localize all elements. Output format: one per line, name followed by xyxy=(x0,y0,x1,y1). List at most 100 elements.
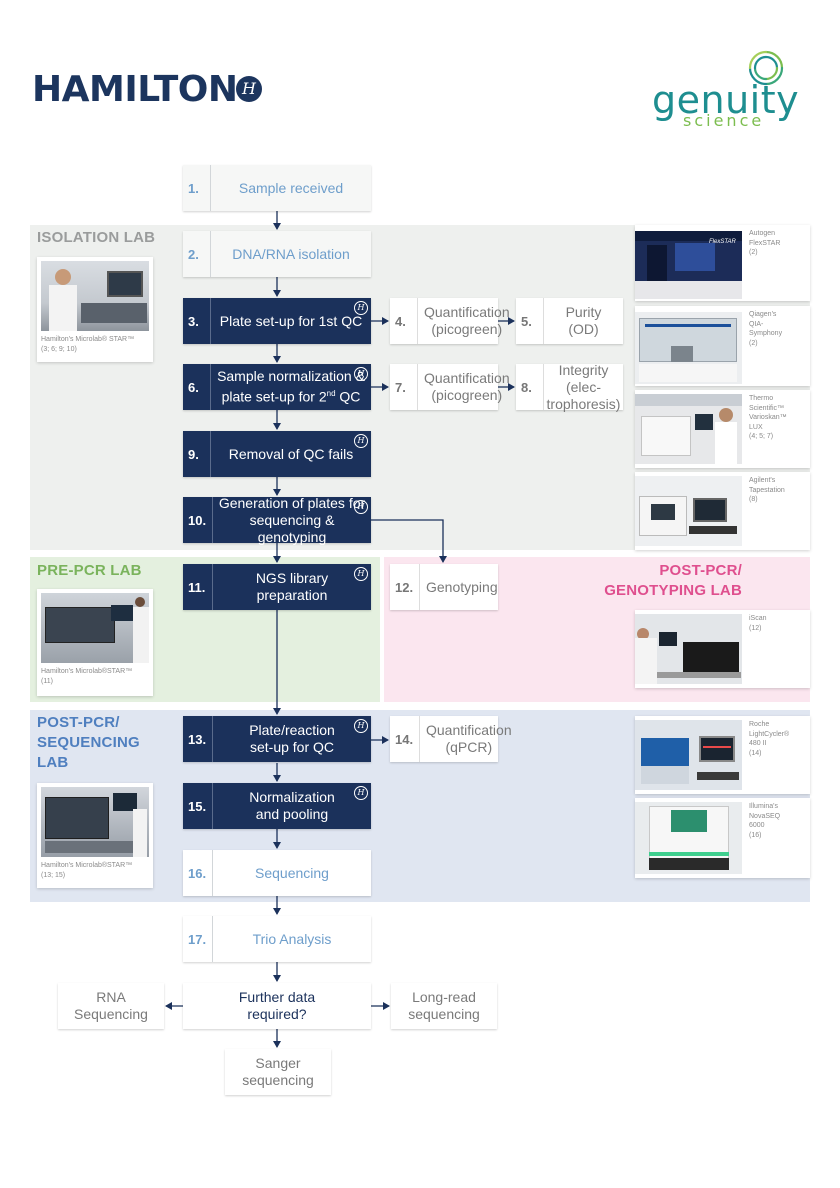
instrument-name: iScan xyxy=(749,615,767,622)
instrument-photo xyxy=(635,614,742,684)
step-label: DNA/RNA isolation xyxy=(232,245,350,262)
instrument-name-line: Tapestation xyxy=(749,486,785,494)
hamilton-robot-icon: H xyxy=(354,719,368,733)
outcome-label: Sanger sequencing xyxy=(225,1055,331,1089)
instrument-name-line: 480 II xyxy=(749,740,767,747)
instrument-caption: Autogen FlexSTAR (2) xyxy=(749,229,809,258)
instrument-caption: Illumina's NovaSEQ 6000 (16) xyxy=(749,802,809,840)
step-label-line: (qPCR) xyxy=(445,739,493,755)
instrument-name: Hamilton's Microlab®STAR™ xyxy=(41,862,133,869)
step-label: Plate set-up for 1st QC xyxy=(219,312,363,329)
step-1-sample-received: 1. Sample received xyxy=(183,165,371,211)
instrument-photo xyxy=(635,312,742,384)
instrument-card-qiagen-symphony: Qiagen's QIA- Symphony (2) xyxy=(635,306,810,386)
instrument-photo xyxy=(41,787,149,857)
instrument-name-line: Varioskan™ xyxy=(749,414,787,421)
step-number: 10. xyxy=(183,497,213,543)
step-label-text: plate set-up for 2 xyxy=(221,388,327,405)
hamilton-logo: HAMILTON xyxy=(32,70,238,110)
step-16-sequencing: 16. Sequencing xyxy=(183,850,371,896)
step-label-line: Generation of plates for xyxy=(218,494,366,511)
post-pcr-sequencing-lab-title: POST-PCR/ SEQUENCING LAB xyxy=(37,713,140,773)
step-5-purity-od: 5. Purity (OD) xyxy=(516,298,623,344)
step-label-line: (picogreen) xyxy=(431,387,503,403)
pre-pcr-lab-title: PRE-PCR LAB xyxy=(37,562,142,579)
step-number: 16. xyxy=(183,850,213,896)
hamilton-robot-icon: H xyxy=(354,301,368,315)
instrument-name-line: QIA- xyxy=(749,320,764,328)
step-label-line: Normalization xyxy=(249,789,335,805)
step-8-integrity-electrophoresis: 8. Integrity (elec- trophoresis) xyxy=(516,362,623,413)
step-label-text: QC xyxy=(335,388,361,405)
outcome-label-line: Sequencing xyxy=(74,1006,148,1022)
outcome-label-line: Long-read xyxy=(412,989,476,1005)
step-label: NGS library preparation xyxy=(255,570,329,603)
step-label: Generation of plates for sequencing & ge… xyxy=(213,495,371,546)
genuity-logo-text: genuity xyxy=(652,78,800,122)
step-number: 3. xyxy=(183,298,211,344)
step-6-sample-normalization: 6. Sample normalization & plate set-up f… xyxy=(183,364,371,410)
instrument-steps: (14) xyxy=(749,749,762,757)
outcome-sanger-sequencing: Sanger sequencing xyxy=(225,1049,331,1095)
step-7-quantification-picogreen: 7. Quantification (picogreen) xyxy=(390,364,510,410)
instrument-card-agilent-tapestation: Agilent's Tapestation (8) xyxy=(635,472,810,550)
step-label-line: Sample normalization & xyxy=(217,368,365,385)
step-label: Sample received xyxy=(238,179,344,196)
post-pcr-genotyping-lab-title: POST-PCR/ GENOTYPING LAB xyxy=(604,561,742,601)
decision-label: Further data required? xyxy=(183,989,371,1023)
step-label-line: Quantification xyxy=(424,304,510,320)
hamilton-robot-icon: H xyxy=(354,500,368,514)
step-label: Sequencing xyxy=(255,864,329,881)
step-number: 2. xyxy=(183,231,211,277)
outcome-label-line: RNA xyxy=(96,989,126,1005)
instrument-photo xyxy=(635,476,742,546)
outcome-label-line: sequencing xyxy=(242,1072,314,1088)
genuity-swirl-icon xyxy=(748,50,784,86)
hamilton-logo-mark-letter: H xyxy=(242,79,256,98)
instrument-steps: (12) xyxy=(749,624,762,632)
step-label-line: sequencing & genotyping xyxy=(249,511,335,545)
step-3-plate-setup-1st-qc: 3. Plate set-up for 1st QC H xyxy=(183,298,371,344)
step-number: 6. xyxy=(183,364,211,410)
step-label: Plate/reaction set-up for QC xyxy=(213,722,371,756)
instrument-steps: (8) xyxy=(749,496,758,503)
step-number: 17. xyxy=(183,916,213,962)
step-13-plate-reaction-setup: 13. Plate/reaction set-up for QC H xyxy=(183,716,371,762)
instrument-caption: Hamilton's Microlab®STAR™ (13; 15) xyxy=(41,861,151,880)
instrument-steps: (2) xyxy=(749,249,758,256)
outcome-label: Long-read sequencing xyxy=(391,989,497,1023)
instrument-photo xyxy=(41,261,149,331)
isolation-lab-title: ISOLATION LAB xyxy=(37,229,156,246)
instrument-card-iscan: iScan (12) xyxy=(635,610,810,688)
step-label: Genotyping xyxy=(426,578,498,595)
step-10-generation-of-plates: 10. Generation of plates for sequencing … xyxy=(183,495,371,546)
post-pcr-sequencing-title-line: LAB xyxy=(37,754,69,771)
outcome-label: RNA Sequencing xyxy=(58,989,164,1023)
step-label: Removal of QC fails xyxy=(228,445,354,462)
instrument-name-line: Thermo xyxy=(749,395,774,402)
step-label: Integrity (elec- trophoresis) xyxy=(544,362,623,413)
hamilton-robot-icon: H xyxy=(354,786,368,800)
step-15-normalization-pooling: 15. Normalization and pooling H xyxy=(183,783,371,829)
instrument-card-microlab-pre-pcr: Hamilton's Microlab®STAR™ (11) xyxy=(37,589,153,696)
step-label: Sample normalization & plate set-up for … xyxy=(211,368,371,406)
step-2-dna-rna-isolation: 2. DNA/RNA isolation xyxy=(183,231,371,277)
step-12-genotyping: 12. Genotyping xyxy=(390,564,498,610)
instrument-name-line: Agilent's xyxy=(749,477,776,484)
instrument-card-roche-lightcycler: Roche LightCycler® 480 II (14) xyxy=(635,716,810,794)
step-9-removal-qc-fails: 9. Removal of QC fails H xyxy=(183,431,371,477)
instrument-name-line: LightCycler® xyxy=(749,730,790,738)
instrument-photo xyxy=(635,802,742,874)
step-17-trio-analysis: 17. Trio Analysis xyxy=(183,916,371,962)
instrument-card-microlab-sequencing: Hamilton's Microlab®STAR™ (13; 15) xyxy=(37,783,153,888)
outcome-label-line: sequencing xyxy=(408,1006,480,1022)
instrument-screen-text: FlexSTAR xyxy=(709,239,736,245)
decision-label-line: required? xyxy=(247,1006,307,1022)
instrument-caption: Agilent's Tapestation (8) xyxy=(749,476,809,505)
step-14-quantification-qpcr: 14. Quantification (qPCR) xyxy=(390,716,512,762)
instrument-steps: (11) xyxy=(41,677,53,685)
step-label-line: Quantification xyxy=(424,370,510,386)
instrument-name-line: 6000 xyxy=(749,822,765,829)
step-label: Purity (OD) xyxy=(565,304,602,337)
